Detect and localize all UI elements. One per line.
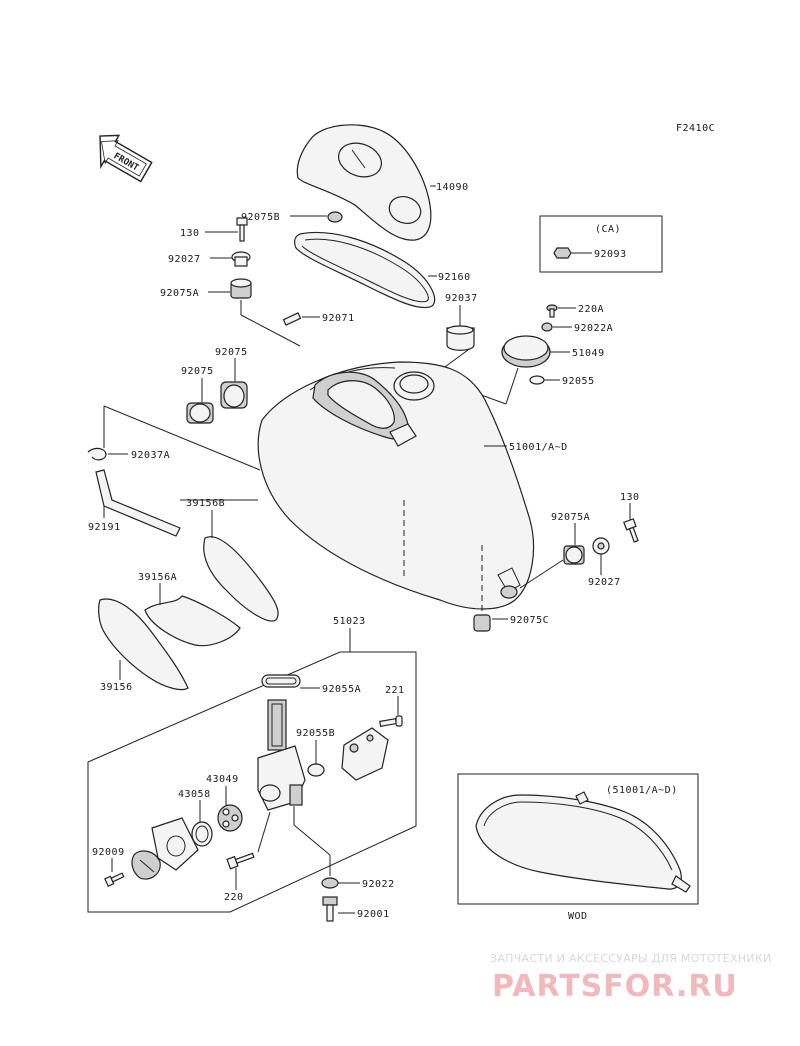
label-92093: 92093 — [594, 249, 627, 260]
cock-plate — [151, 817, 199, 871]
label-92075A-top: 92075A — [160, 288, 199, 299]
oring-92055B — [307, 763, 325, 777]
label-92055B: 92055B — [296, 728, 335, 739]
label-92027-top: 92027 — [168, 254, 201, 265]
label-92037: 92037 — [445, 293, 478, 304]
clamp-92037 — [446, 325, 475, 351]
damper-92075-a — [186, 402, 214, 424]
label-221: 221 — [385, 685, 405, 696]
inset-part-ref: (51001/A~D) — [606, 785, 678, 796]
label-92055A: 92055A — [322, 684, 361, 695]
cap-51049 — [501, 335, 551, 368]
ca-box-label: (CA) — [595, 224, 621, 235]
label-92027-right: 92027 — [588, 577, 621, 588]
figure-code: F2410C — [676, 123, 715, 134]
oring-43058 — [191, 821, 213, 847]
knob-92009 — [131, 850, 161, 880]
label-92022A: 92022A — [574, 323, 613, 334]
label-39156B: 39156B — [186, 498, 225, 509]
ca-box: (CA) 92093 — [539, 215, 663, 273]
label-92055: 92055 — [562, 376, 595, 387]
collar-92027-right — [592, 537, 610, 555]
label-92160: 92160 — [438, 272, 471, 283]
label-92075A-right: 92075A — [551, 512, 590, 523]
label-39156A: 39156A — [138, 572, 177, 583]
front-arrow-icon: FRONT — [99, 134, 153, 183]
label-51001: 51001/A~D — [509, 442, 568, 453]
pin-92071 — [282, 312, 302, 326]
fuel-cock-frame — [87, 651, 417, 913]
seal-43049 — [217, 804, 243, 832]
label-92037A: 92037A — [131, 450, 170, 461]
label-92022: 92022 — [362, 879, 395, 890]
label-51049: 51049 — [572, 348, 605, 359]
fuel-tank — [257, 361, 535, 610]
bolt-92001 — [322, 896, 338, 922]
label-14090: 14090 — [436, 182, 469, 193]
label-92075-a: 92075 — [181, 366, 214, 377]
lever-plate — [341, 727, 389, 781]
damper-92075A-top — [230, 278, 252, 299]
leader-tank-left — [103, 405, 261, 471]
meter-cover — [296, 124, 432, 241]
gasket-92055A — [261, 674, 301, 688]
label-92191: 92191 — [88, 522, 121, 533]
bolt-130-top — [236, 217, 248, 242]
bolt-130-right — [623, 518, 639, 543]
meter-gasket — [294, 231, 436, 309]
label-92001: 92001 — [357, 909, 390, 920]
watermark: ЗАПЧАСТИ И АКСЕССУАРЫ ДЛЯ МОТОТЕХНИКИ PA… — [490, 952, 772, 1004]
label-220A: 220A — [578, 304, 604, 315]
fuel-cock-body — [257, 699, 306, 811]
label-220: 220 — [224, 892, 244, 903]
label-39156: 39156 — [100, 682, 133, 693]
label-92075C: 92075C — [510, 615, 549, 626]
label-92071: 92071 — [322, 313, 355, 324]
pad-39156B — [203, 536, 279, 622]
watermark-logo: PARTSFOR.RU — [492, 969, 738, 1004]
nut-92093 — [553, 247, 572, 259]
washer-92075B — [327, 211, 343, 223]
label-43058: 43058 — [178, 789, 211, 800]
pad-39156A — [144, 595, 241, 647]
screw-221 — [379, 715, 403, 728]
pad-39156 — [98, 598, 189, 691]
screw-92009 — [104, 872, 125, 887]
clip-92037A — [87, 447, 107, 461]
washer-92022A — [541, 322, 553, 332]
watermark-tagline: ЗАПЧАСТИ И АКСЕССУАРЫ ДЛЯ МОТОТЕХНИКИ — [490, 952, 772, 965]
collar-92027-top — [231, 251, 251, 267]
label-43049: 43049 — [206, 774, 239, 785]
inset-caption: WOD — [568, 911, 588, 922]
label-92075-b: 92075 — [215, 347, 248, 358]
oring-92055 — [529, 375, 545, 385]
washer-92022 — [321, 877, 339, 889]
screw-220 — [226, 852, 255, 870]
label-92009: 92009 — [92, 847, 125, 858]
damper-92075-b — [220, 381, 248, 409]
damper-92075C — [473, 614, 491, 632]
inset-box: (51001/A~D) WOD — [457, 773, 699, 922]
damper-92075A-right — [563, 545, 585, 565]
label-130-right: 130 — [620, 492, 640, 503]
screw-220A — [546, 304, 558, 318]
label-51023: 51023 — [333, 616, 366, 627]
label-92075B: 92075B — [241, 212, 280, 223]
label-130-top: 130 — [180, 228, 200, 239]
